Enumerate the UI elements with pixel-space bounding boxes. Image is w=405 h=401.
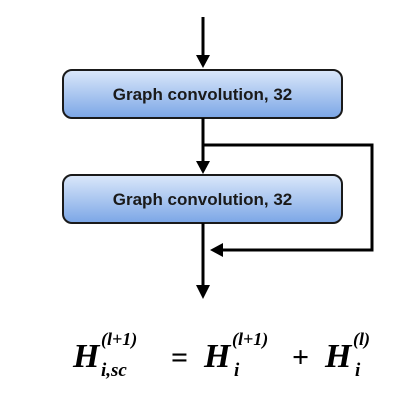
formula-term1-subscript: i — [234, 360, 240, 381]
input-arrow — [196, 17, 210, 68]
formula-equals: = — [171, 341, 189, 374]
formula-term1-symbol: H — [204, 338, 231, 375]
formula-lhs-subscript: i,sc — [101, 360, 127, 381]
graph-convolution-box-2-label: Graph convolution, 32 — [113, 190, 292, 209]
graph-convolution-box-1: Graph convolution, 32 — [62, 69, 343, 119]
middle-arrow — [196, 118, 210, 174]
skip-connection-arrow — [203, 143, 374, 257]
skip-connection-formula: H (l+1) i,sc = H (l+1) i + H (l) i — [0, 318, 405, 388]
formula-term2-superscript: (l) — [353, 329, 370, 349]
formula-term2-symbol: H — [325, 338, 352, 375]
graph-convolution-box-1-label: Graph convolution, 32 — [113, 85, 292, 104]
formula-plus: + — [292, 341, 310, 374]
formula-term1-superscript: (l+1) — [232, 329, 269, 349]
output-arrow — [196, 223, 210, 299]
formula-term2-subscript: i — [355, 360, 361, 381]
formula-lhs-symbol: H — [73, 338, 100, 375]
graph-convolution-box-2: Graph convolution, 32 — [62, 174, 343, 224]
formula-lhs-superscript: (l+1) — [101, 329, 138, 349]
